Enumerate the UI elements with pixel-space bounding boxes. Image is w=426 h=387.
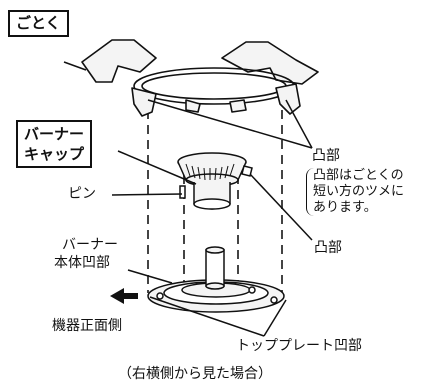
top-plate-recess-label: トッププレート凹部 <box>236 338 362 354</box>
protrusion-top-label: 凸部 <box>312 148 340 164</box>
protrusion-note-line3: あります。 <box>313 200 377 215</box>
gotoku-label-text: ごとく <box>16 14 61 32</box>
left-arrow-icon <box>110 288 138 304</box>
gotoku-label: ごとく <box>8 10 69 37</box>
pin-label: ピン <box>68 186 96 202</box>
caption: （右横側から見た場合） <box>118 366 272 382</box>
burner-body-recess-line2: 本体凹部 <box>54 255 110 271</box>
device-front-label: 機器正面側 <box>52 318 122 334</box>
protrusion-note-line2: 短い方のツメに <box>313 184 405 199</box>
burner-body <box>147 246 285 313</box>
leader-lines <box>63 61 313 337</box>
gotoku-trivet <box>81 39 319 117</box>
burner-cap <box>177 152 253 210</box>
burner-cap-label: バーナー キャップ <box>16 120 93 168</box>
protrusion-note-line1: 凸部はごとくの <box>313 168 404 183</box>
burner-body-recess-label: バーナー 本体凹部 <box>54 236 118 272</box>
protrusion-cap-label: 凸部 <box>314 240 342 256</box>
burner-cap-label-line2: キャップ <box>24 145 85 163</box>
burner-cap-label-line1: バーナー <box>24 125 85 143</box>
protrusion-note: 凸部はごとくの 短い方のツメに あります。 <box>306 168 404 216</box>
burner-body-recess-line1: バーナー <box>62 237 118 253</box>
